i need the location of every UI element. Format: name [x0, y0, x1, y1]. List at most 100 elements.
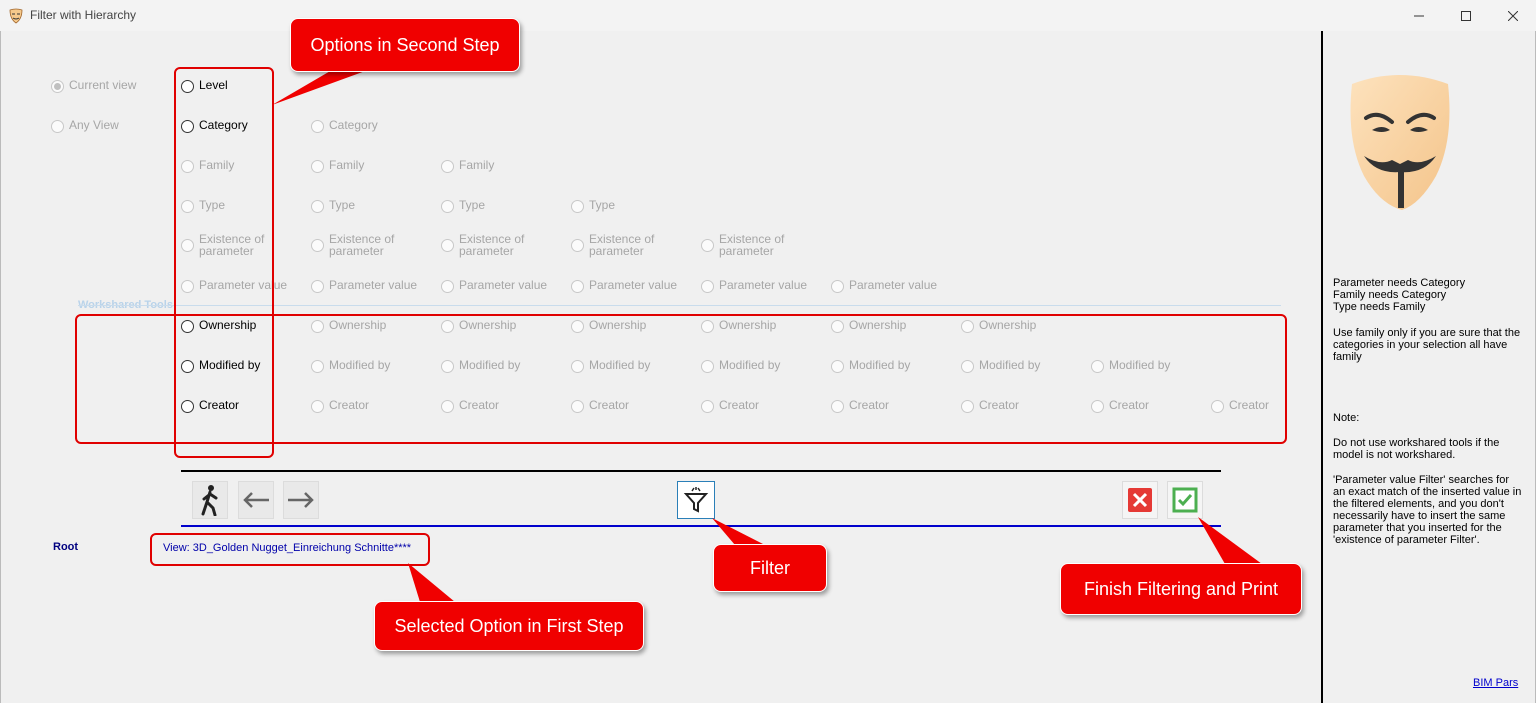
radio-creator-4[interactable]: Creator [571, 399, 629, 413]
radio-circle [571, 200, 584, 213]
help-dependencies: Parameter needs Category Family needs Ca… [1333, 277, 1466, 313]
radio-creator-5[interactable]: Creator [701, 399, 759, 413]
finish-button[interactable] [1167, 481, 1203, 519]
radio-parameter-value-5[interactable]: Parameter value [701, 279, 807, 293]
radio-circle [441, 400, 454, 413]
radio-modified-by-3[interactable]: Modified by [441, 359, 520, 373]
radio-circle [181, 400, 194, 413]
radio-circle [181, 160, 194, 173]
radio-type-3[interactable]: Type [441, 199, 485, 213]
workshared-highlight-box [75, 314, 1287, 444]
radio-ownership-7[interactable]: Ownership [961, 319, 1036, 333]
radio-ownership-3[interactable]: Ownership [441, 319, 516, 333]
radio-circle [701, 280, 714, 293]
radio-creator-2[interactable]: Creator [311, 399, 369, 413]
radio-creator-6[interactable]: Creator [831, 399, 889, 413]
radio-modified-by-5[interactable]: Modified by [701, 359, 780, 373]
radio-existence-5[interactable]: Existence of parameter [701, 233, 799, 257]
radio-current-view[interactable]: Current view [51, 79, 136, 93]
radio-category-2[interactable]: Category [311, 119, 378, 133]
radio-circle [181, 80, 194, 93]
close-button[interactable] [1490, 0, 1536, 31]
help-note-parameter-value: 'Parameter value Filter' searches for an… [1333, 474, 1522, 546]
maximize-icon [1461, 10, 1471, 21]
radio-circle [441, 200, 454, 213]
radio-type-4[interactable]: Type [571, 199, 615, 213]
radio-circle [441, 320, 454, 333]
radio-circle [571, 280, 584, 293]
radio-circle [311, 120, 324, 133]
radio-modified-by-8[interactable]: Modified by [1091, 359, 1170, 373]
radio-any-view[interactable]: Any View [51, 119, 119, 133]
radio-parameter-value-2[interactable]: Parameter value [311, 279, 417, 293]
radio-parameter-value-3[interactable]: Parameter value [441, 279, 547, 293]
bim-pars-link[interactable]: BIM Pars [1473, 677, 1519, 689]
root-value[interactable]: View: 3D_Golden Nugget_Einreichung Schni… [163, 542, 412, 554]
radio-modified-by-7[interactable]: Modified by [961, 359, 1040, 373]
radio-existence-2[interactable]: Existence of parameter [311, 233, 409, 257]
radio-circle [311, 400, 324, 413]
radio-circle [441, 160, 454, 173]
radio-creator-9[interactable]: Creator [1211, 399, 1269, 413]
walking-person-icon [201, 485, 218, 516]
radio-creator-7[interactable]: Creator [961, 399, 1019, 413]
maximize-button[interactable] [1443, 0, 1489, 31]
radio-ownership-1[interactable]: Ownership [181, 319, 256, 333]
radio-circle [701, 360, 714, 373]
arrow-left-icon [243, 492, 269, 508]
root-highlight-box [150, 533, 430, 566]
radio-circle [181, 120, 194, 133]
callout-pointer-filter [712, 518, 765, 545]
cancel-button[interactable] [1122, 481, 1158, 519]
radio-circle [701, 239, 714, 252]
radio-modified-by-1[interactable]: Modified by [181, 359, 260, 373]
filter-button[interactable] [677, 481, 715, 519]
radio-ownership-5[interactable]: Ownership [701, 319, 776, 333]
radio-modified-by-4[interactable]: Modified by [571, 359, 650, 373]
minimize-icon [1414, 15, 1424, 16]
radio-circle [961, 360, 974, 373]
window-frame-left [0, 31, 1, 703]
radio-existence-3[interactable]: Existence of parameter [441, 233, 539, 257]
radio-category-1[interactable]: Category [181, 119, 248, 133]
checkmark-icon [1172, 487, 1198, 513]
radio-parameter-value-6[interactable]: Parameter value [831, 279, 937, 293]
minimize-button[interactable] [1396, 0, 1442, 31]
radio-ownership-6[interactable]: Ownership [831, 319, 906, 333]
radio-ownership-2[interactable]: Ownership [311, 319, 386, 333]
filter-funnel-icon [683, 487, 709, 513]
radio-family-1[interactable]: Family [181, 159, 234, 173]
radio-creator-8[interactable]: Creator [1091, 399, 1149, 413]
radio-circle [961, 400, 974, 413]
radio-level[interactable]: Level [181, 79, 228, 93]
radio-family-2[interactable]: Family [311, 159, 364, 173]
radio-circle [311, 160, 324, 173]
radio-modified-by-6[interactable]: Modified by [831, 359, 910, 373]
radio-circle [571, 239, 584, 252]
radio-creator-1[interactable]: Creator [181, 399, 239, 413]
radio-circle [571, 360, 584, 373]
forward-button[interactable] [283, 481, 319, 519]
cancel-x-icon [1128, 488, 1152, 512]
radio-circle [571, 400, 584, 413]
radio-existence-4[interactable]: Existence of parameter [571, 233, 669, 257]
title-bar: Filter with Hierarchy [0, 0, 1536, 31]
callout-pointer-finish [1198, 517, 1262, 564]
radio-circle [51, 120, 64, 133]
radio-family-3[interactable]: Family [441, 159, 494, 173]
radio-parameter-value-4[interactable]: Parameter value [571, 279, 677, 293]
close-icon [1508, 10, 1518, 21]
radio-circle [51, 80, 64, 93]
right-panel-divider [1321, 31, 1323, 703]
radio-existence-1[interactable]: Existence of parameter [181, 233, 279, 257]
radio-creator-3[interactable]: Creator [441, 399, 499, 413]
radio-circle [831, 400, 844, 413]
radio-parameter-value-1[interactable]: Parameter value [181, 279, 287, 293]
back-button[interactable] [238, 481, 274, 519]
radio-type-2[interactable]: Type [311, 199, 355, 213]
radio-ownership-4[interactable]: Ownership [571, 319, 646, 333]
radio-circle [831, 360, 844, 373]
walk-button[interactable] [192, 481, 228, 519]
radio-modified-by-2[interactable]: Modified by [311, 359, 390, 373]
radio-type-1[interactable]: Type [181, 199, 225, 213]
